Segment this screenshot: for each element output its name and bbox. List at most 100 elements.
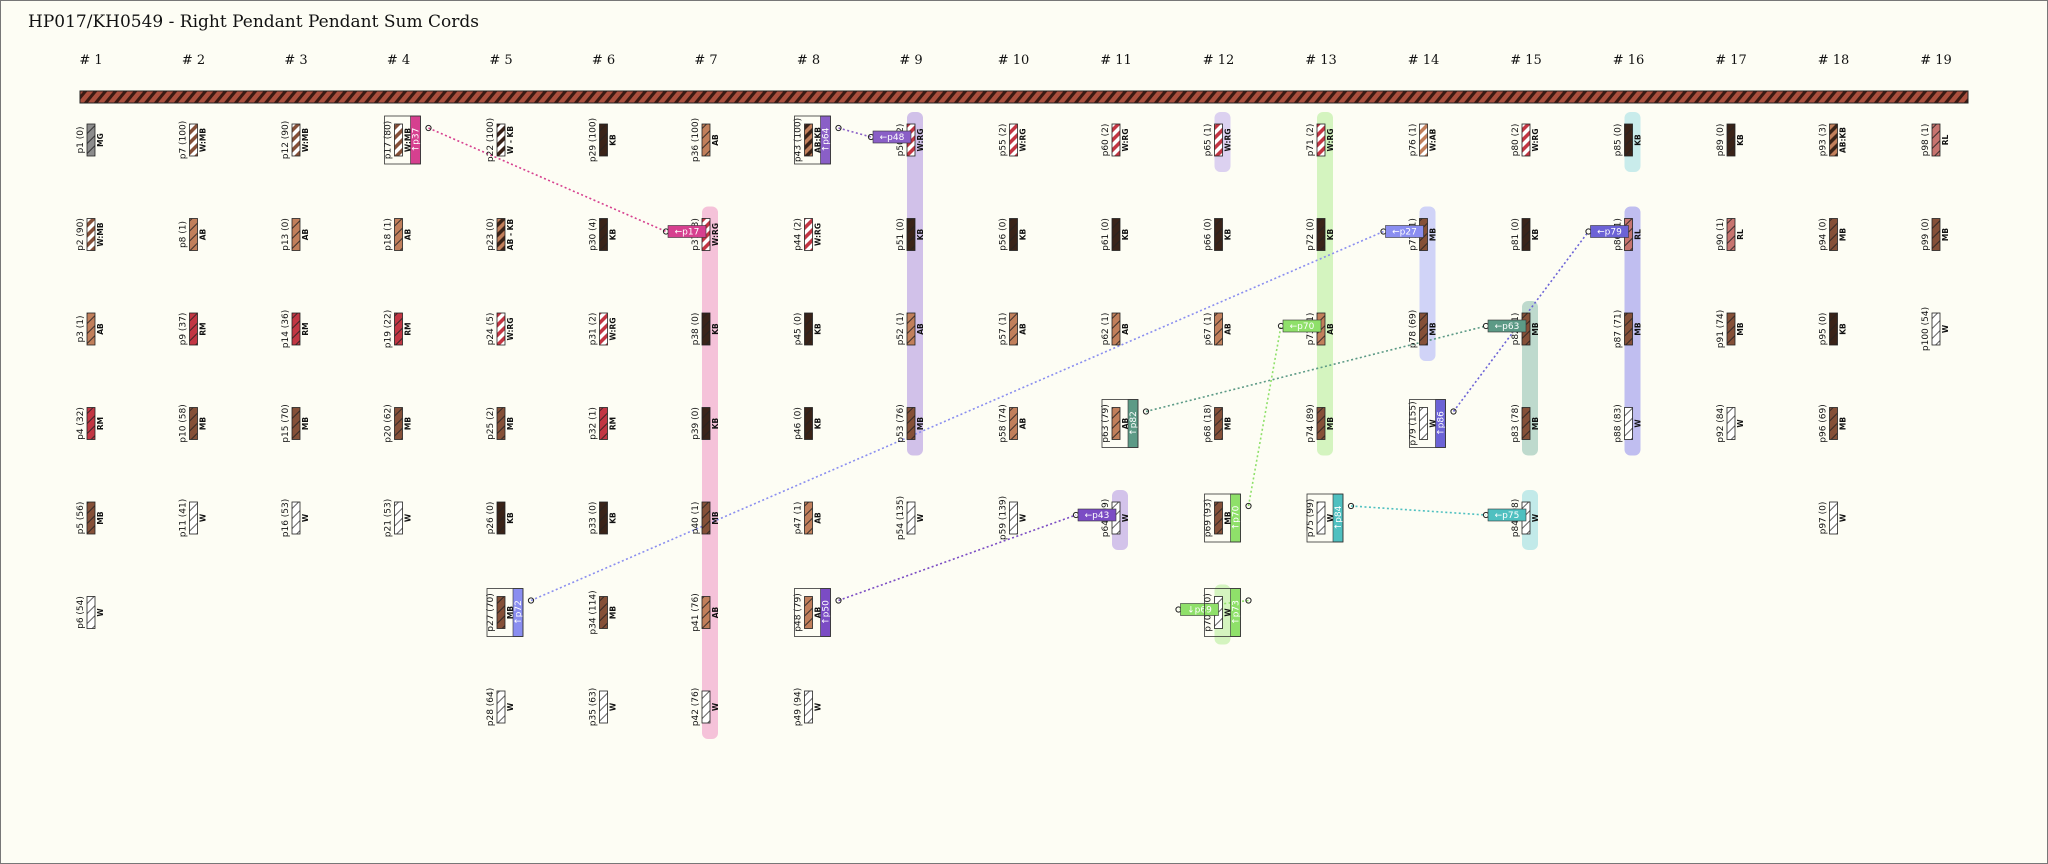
sum-highlight (702, 206, 718, 739)
pendant-color-code: RL (1736, 229, 1745, 240)
pendant-swatch (86, 123, 96, 157)
pendant-swatch (701, 501, 711, 535)
pendant-p54: p54 (135)W (896, 496, 925, 540)
cord-label: # 3 (284, 53, 307, 68)
sum-target-tag-text: ←p17 (675, 228, 700, 238)
pendant-p39: p39 (0)KB (691, 407, 720, 440)
pendant-p6: p6 (54)W (76, 596, 105, 629)
pendant-swatch (1009, 218, 1018, 251)
sum-target-tag (1282, 319, 1322, 333)
pendant-color-code: W:MB (301, 128, 310, 153)
pendant-p46: p46 (0)KB (794, 407, 823, 440)
pendant-color-code: RM (404, 322, 413, 335)
cord-label: # 6 (592, 53, 615, 68)
pendant-p35: p35 (63)W (589, 688, 618, 727)
pendant-p19: p19 (22)RM (384, 310, 413, 349)
pendant-p1: p1 (0)MG (76, 123, 105, 157)
sum-owner-box (1306, 493, 1344, 543)
pendant-label: p51 (0) (896, 218, 906, 251)
pendant-color-code: W:RG (506, 318, 515, 341)
pendant-swatch (701, 596, 711, 629)
pendant-color-code: RM (609, 417, 618, 430)
pendant-color-code: W (1736, 419, 1745, 428)
sum-owner-tag-text: ↑p73 (1232, 600, 1242, 625)
pendant-label: p97 (0) (1819, 502, 1829, 535)
sum-owner-tag-text: ↑p86 (1437, 411, 1447, 436)
pendant-label: p95 (0) (1819, 313, 1829, 346)
pendant-swatch (291, 312, 301, 346)
pendant-label: p7 (100) (179, 121, 189, 160)
pendant-color-code: W (1429, 419, 1438, 428)
pendant-swatch (1829, 218, 1838, 251)
pendant-swatch (804, 501, 813, 535)
pendant-swatch (1316, 123, 1326, 157)
pendant-swatch (906, 218, 916, 251)
pendant-swatch (1316, 218, 1326, 251)
pendant-p81: p81 (0)KB (1511, 218, 1540, 251)
pendant-color-code: W:AB (1429, 128, 1438, 151)
pendant-label: p94 (0) (1819, 218, 1829, 251)
pendant-label: p89 (0) (1716, 124, 1726, 157)
pendant-label: p67 (1) (1204, 313, 1214, 346)
pendant-label: p39 (0) (691, 407, 701, 440)
pendant-label: p78 (69) (1409, 310, 1419, 349)
pendant-swatch (394, 407, 403, 440)
pendant-label: p22 (100) (486, 118, 496, 162)
pendant-label: p68 (18) (1204, 404, 1214, 443)
pendant-swatch (1214, 501, 1223, 535)
pendant-p85: p85 (0)KB (1614, 123, 1643, 157)
pendant-swatch (906, 501, 916, 535)
pendant-swatch (1931, 123, 1941, 157)
pendant-p75: p75 (99)W (1306, 499, 1335, 538)
pendant-swatch (599, 218, 608, 251)
pendant-label: p75 (99) (1306, 499, 1316, 538)
pendant-label: p15 (70) (281, 404, 291, 443)
pendant-swatch (804, 690, 813, 724)
sum-target-tag (1180, 603, 1219, 616)
pendant-swatch (86, 312, 96, 346)
pendant-p30: p30 (4)KB (589, 218, 618, 251)
cord-label: # 15 (1510, 53, 1542, 68)
pendant-color-code: W (711, 702, 720, 711)
pendant-label: p46 (0) (794, 407, 804, 440)
sum-link-line (1145, 325, 1487, 413)
pendant-swatch (1009, 123, 1018, 157)
pendant-label: p60 (2) (1101, 124, 1111, 157)
pendant-swatch (394, 218, 403, 251)
pendant-label: p49 (94) (794, 688, 804, 727)
pendant-swatch (599, 123, 608, 157)
pendant-swatch (599, 312, 608, 346)
pendant-swatch (1111, 218, 1121, 251)
pendant-label: p30 (4) (589, 218, 599, 251)
pendant-swatch (189, 501, 198, 535)
pendant-color-code: MB (1941, 228, 1950, 241)
pendant-label: p16 (53) (281, 499, 291, 538)
pendant-label: p2 (90) (76, 218, 86, 251)
pendant-color-code: W (301, 513, 310, 522)
pendant-swatch (701, 407, 711, 440)
pendant-label: p3 (1) (76, 315, 86, 342)
cord-label: # 19 (1920, 53, 1952, 68)
pendant-label: p72 (0) (1306, 218, 1316, 251)
link-start-dot (425, 124, 432, 132)
sum-target-tag-text: ←p27 (1392, 228, 1417, 238)
pendant-swatch (599, 407, 608, 440)
pendant-color-code: MB (1531, 417, 1540, 430)
pendant-swatch (1829, 312, 1838, 346)
pendant-label: p34 (114) (589, 590, 599, 634)
pendant-label: p25 (2) (486, 407, 496, 440)
sum-owner-box (1204, 493, 1241, 543)
sum-owner-tag-text: ↑p82 (1129, 411, 1139, 436)
pendant-color-code: KB (814, 323, 823, 335)
pendant-label: p29 (100) (589, 118, 599, 162)
pendant-p48: p48 (79)AB (794, 593, 823, 632)
pendant-swatch (1214, 407, 1223, 440)
pendant-p29: p29 (100)KB (589, 118, 618, 162)
sum-target-tag-text: ←p70 (1290, 322, 1315, 332)
pendant-p4: p4 (32)RM (76, 407, 105, 440)
pendant-swatch (1624, 407, 1633, 440)
pendant-label: p31 (2) (589, 313, 599, 346)
pendant-p78: p78 (69)MB (1409, 310, 1438, 349)
pendant-label: p44 (2) (794, 218, 804, 251)
pendant-p80: p80 (2)W:RG (1511, 123, 1540, 157)
